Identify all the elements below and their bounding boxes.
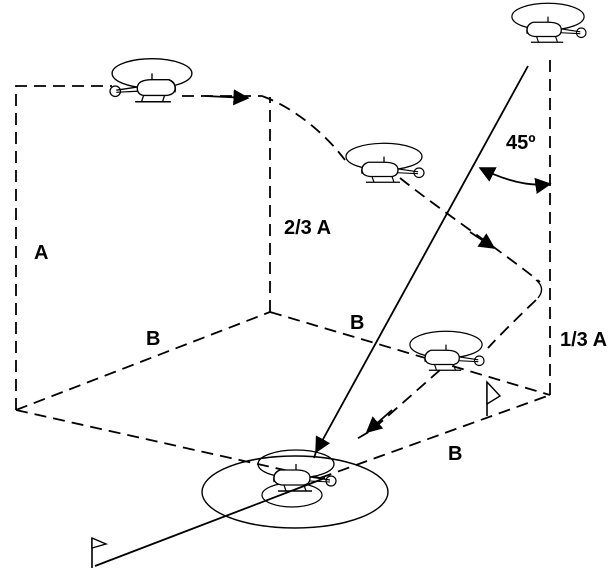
dashed-box-lines — [15, 55, 551, 479]
helipad-circle-icon — [201, 455, 389, 529]
final-approach-line — [94, 477, 326, 567]
label-height-one-third: 1/3 A — [560, 329, 607, 351]
arrow-icon — [204, 89, 250, 106]
helicopter-icon — [409, 330, 485, 371]
angle-arc — [478, 167, 552, 194]
arrow-icon — [469, 231, 496, 249]
label-distance-left: B — [146, 328, 160, 350]
flag-icon — [91, 536, 109, 568]
label-angle: 45º — [506, 132, 536, 154]
label-distance-middle: B — [350, 312, 364, 334]
helicopter-icon — [345, 142, 425, 183]
flag-icon — [486, 380, 502, 416]
label-height-full: A — [34, 242, 48, 264]
approach-path — [182, 89, 543, 441]
label-distance-right: B — [448, 443, 462, 465]
helicopter-icon — [511, 2, 587, 43]
arrow-icon — [365, 409, 393, 434]
label-height-two-thirds: 2/3 A — [284, 217, 331, 239]
helicopter-icon — [109, 57, 193, 103]
